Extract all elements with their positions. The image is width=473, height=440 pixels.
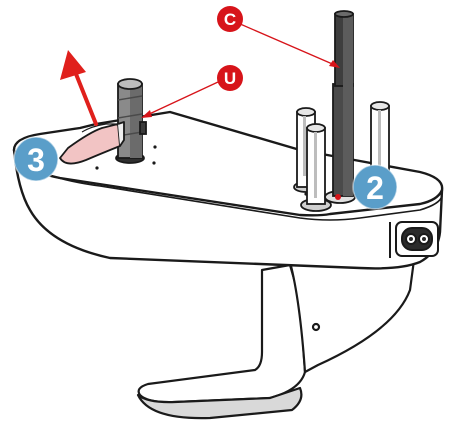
step-3-label: 3 [27, 142, 45, 178]
step-2-label: 2 [366, 170, 384, 206]
step-3-badge: 3 [13, 136, 59, 182]
power-connector-icon [389, 221, 439, 258]
callout-c-circle [217, 6, 243, 32]
leader-lines [144, 19, 338, 117]
pedestal [136, 258, 416, 420]
shaft-c [324, 10, 356, 204]
leader-arrowheads [141, 60, 340, 118]
callout-u-badge: U [217, 65, 243, 91]
step-2-badge: 2 [352, 164, 398, 210]
arrow-up-left-icon [60, 50, 98, 126]
callout-c-badge: C [217, 6, 243, 32]
callout-c-label: C [224, 10, 236, 29]
spindle-u [115, 78, 147, 164]
tape-strip [59, 121, 125, 165]
callout-u-label: U [224, 69, 236, 88]
